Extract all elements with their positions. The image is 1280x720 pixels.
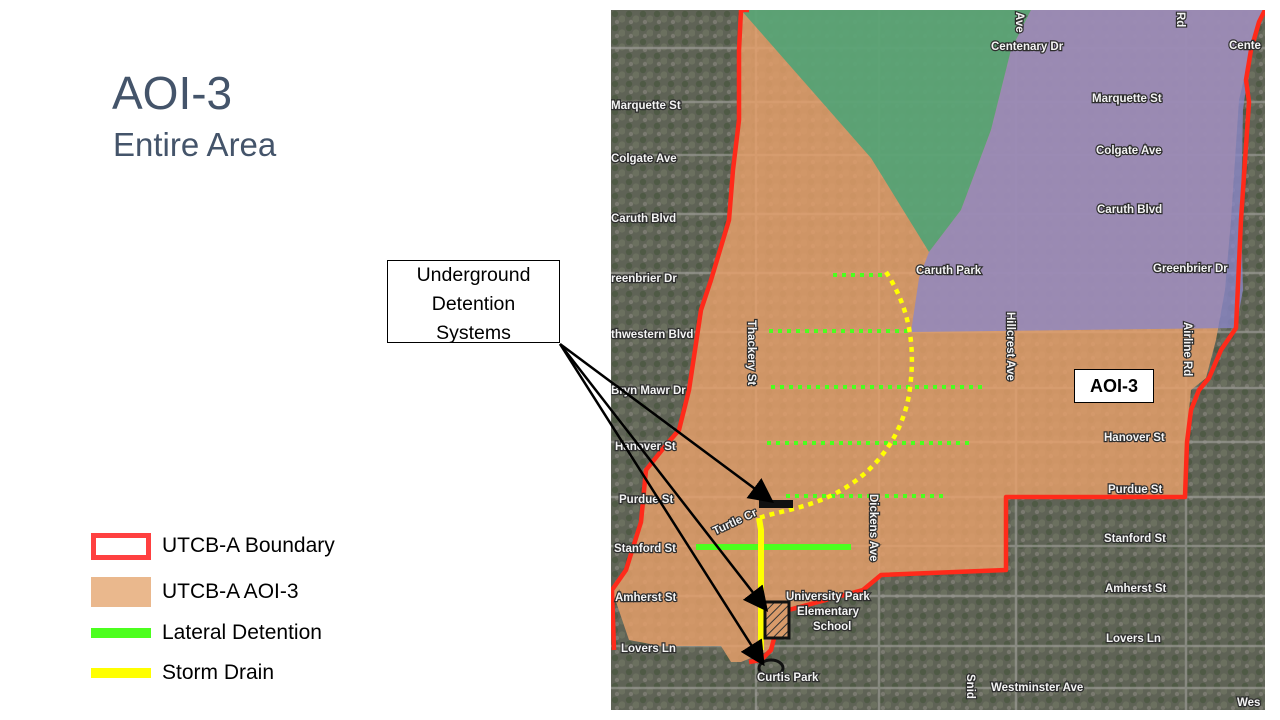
underground-detention-callout: Underground Detention Systems [387,260,560,344]
label-top-ave: Ave [1013,12,1025,33]
callout-line-2: Detention [431,293,516,315]
label-westminster-right: Wes [1237,697,1260,709]
utcb-a-boundary [611,10,749,651]
legend-label: UTCB-A AOI-3 [162,580,299,603]
label-airline: Airline Rd [1181,322,1193,376]
label-centenary-right: Cente [1229,40,1261,52]
label-amherst-left: Amherst St [615,592,677,604]
label-colgate-left: Colgate Ave [611,153,677,165]
label-dickens: Dickens Ave [867,494,879,562]
slide-title: AOI-3 [112,67,233,119]
label-caruth-left: Caruth Blvd [611,213,676,225]
label-elementary: Elementary [797,606,860,618]
label-hillcrest: Hillcrest Ave [1004,312,1016,381]
boundary-swatch [91,533,151,560]
lateral-swatch [91,628,151,638]
label-university-park: University Park [786,591,870,603]
label-lovers-left: Lovers Ln [621,643,676,655]
label-hanover-left: Hanover St [615,441,676,453]
arrow-to-turtle-creek [559,342,775,503]
callout-line-3: Systems [436,322,511,344]
label-northwestern: thwestern Blvd [611,329,693,341]
label-caruth-right: Caruth Blvd [1097,204,1162,216]
label-stanford-left: Stanford St [614,543,676,555]
label-amherst-right: Amherst St [1105,583,1167,595]
aoi-swatch [91,577,151,607]
slide-subtitle: Entire Area [113,126,277,163]
lateral-detention-lines [767,273,983,498]
arrow-to-school [559,343,769,612]
legend-label: Lateral Detention [162,621,322,644]
storm-drain-proposed [758,270,915,521]
label-curtis-park: Curtis Park [757,672,819,684]
label-hanover-right: Hanover St [1104,432,1165,444]
label-purdue-right: Purdue St [1108,484,1162,496]
label-colgate-right: Colgate Ave [1096,145,1162,157]
storm-swatch [91,668,151,678]
label-top-rd: Rd [1174,12,1186,27]
label-thackery: Thackery St [745,320,757,385]
aoi3-map-label: AOI-3 [1074,369,1154,403]
label-caruth-park: Caruth Park [916,265,982,277]
label-marquette-right: Marquette St [1092,93,1162,105]
label-westminster: Westminster Ave [991,682,1083,694]
label-marquette-left: Marquette St [611,100,681,112]
label-school: School [813,621,851,633]
label-greenbrier-left: reenbrier Dr [611,273,677,285]
callout-line-1: Underground [416,264,531,286]
detention-box-curtis-park [757,658,785,678]
label-centenary-dr: Centenary Dr [991,41,1064,53]
purple-zone [911,10,1265,332]
legend-label: UTCB-A Boundary [162,534,335,557]
label-snider: Snid [964,674,976,699]
label-stanford-right: Stanford St [1104,533,1166,545]
green-zone [741,10,1031,252]
legend-label: Storm Drain [162,661,275,684]
label-greenbrier-right: Greenbrier Dr [1153,263,1228,275]
detention-box-turtle-creek [759,500,793,508]
detention-box-school [763,600,791,640]
label-lovers-right: Lovers Ln [1106,633,1161,645]
arrow-to-curtis-park [558,343,765,667]
